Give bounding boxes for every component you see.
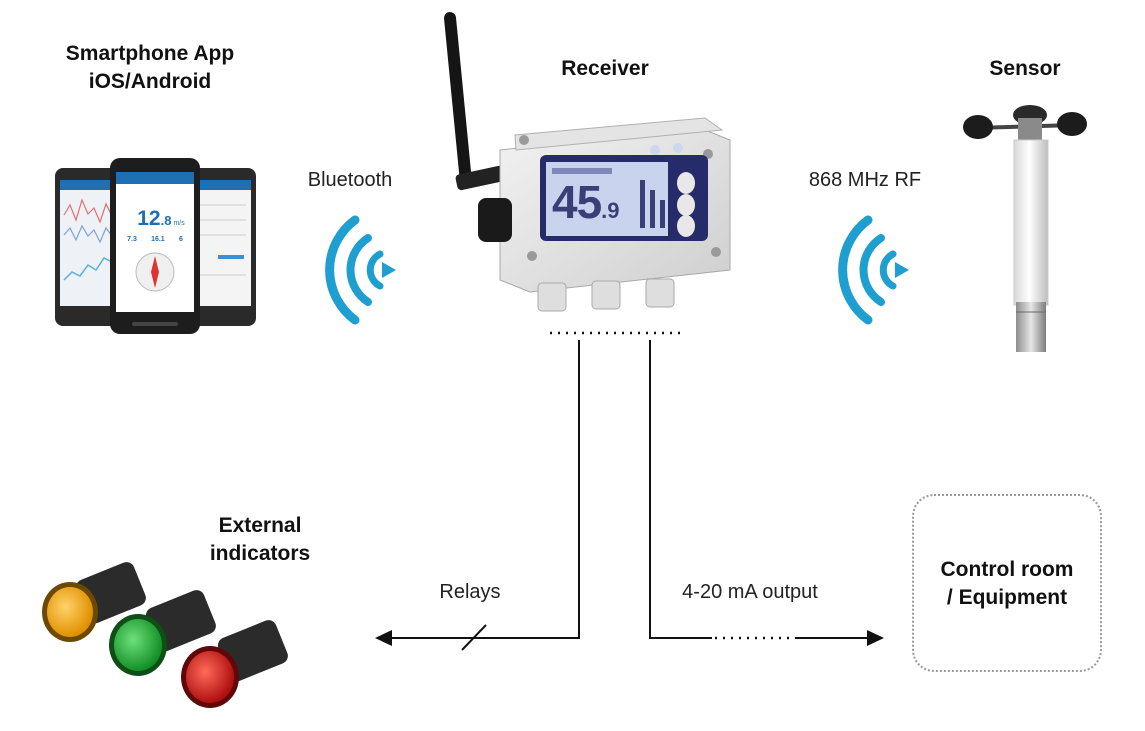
external-indicators-title: External indicators: [180, 512, 340, 568]
sensor-image: [963, 105, 1087, 352]
phone-speed-decimal: .8: [160, 213, 172, 228]
phone-stat-1: 7.3: [127, 236, 137, 243]
smartphone-app-image: [55, 158, 256, 334]
relays-arrowhead: [375, 630, 392, 646]
connection-lines: [390, 331, 868, 640]
rf-waves-icon: [838, 215, 909, 325]
antenna-icon: [444, 12, 505, 191]
rf-label: 868 MHz RF: [808, 169, 922, 191]
smartphone-title-line1: Smartphone App: [65, 42, 235, 65]
phone-right: [190, 168, 256, 326]
phone-stat-3: 6: [178, 236, 183, 243]
receiver-device-image: [444, 12, 731, 312]
smartphone-app-title: Smartphone App iOS/Android: [40, 40, 260, 96]
external-title-line2: indicators: [209, 542, 311, 565]
control-room-title: Control room / Equipment: [912, 556, 1102, 612]
lamp-amber: [42, 562, 146, 642]
phone-speed-unit: m/s: [173, 220, 185, 227]
receiver-title: Receiver: [561, 57, 649, 80]
bluetooth-label: Bluetooth: [307, 169, 393, 191]
control-title-line2: / Equipment: [946, 586, 1068, 609]
bluetooth-waves-icon: [325, 215, 396, 325]
relay-slash-icon: [461, 624, 487, 651]
lamp-red: [181, 620, 288, 708]
phone-front: [110, 158, 200, 334]
receiver-lcd-value: 45.9: [552, 176, 638, 237]
external-title-line1: External: [218, 514, 302, 537]
sensor-title: Sensor: [989, 57, 1061, 80]
output-label: 4-20 mA output: [682, 581, 818, 603]
receiver-lcd-decimal: .9: [601, 198, 620, 223]
control-room-box: [912, 494, 1102, 672]
phone-stats: 7.3 16.1 6: [120, 236, 190, 243]
relays-label: Relays: [439, 581, 501, 603]
phone-speed-main: 12: [137, 207, 161, 230]
lamp-green: [109, 590, 216, 676]
control-title-line1: Control room: [940, 558, 1074, 581]
smartphone-title-line2: iOS/Android: [88, 70, 212, 93]
receiver-lcd-main: 45: [552, 176, 602, 228]
phone-stat-2: 16.1: [151, 236, 165, 243]
output-arrowhead: [867, 630, 884, 646]
external-indicators-image: [42, 562, 288, 708]
